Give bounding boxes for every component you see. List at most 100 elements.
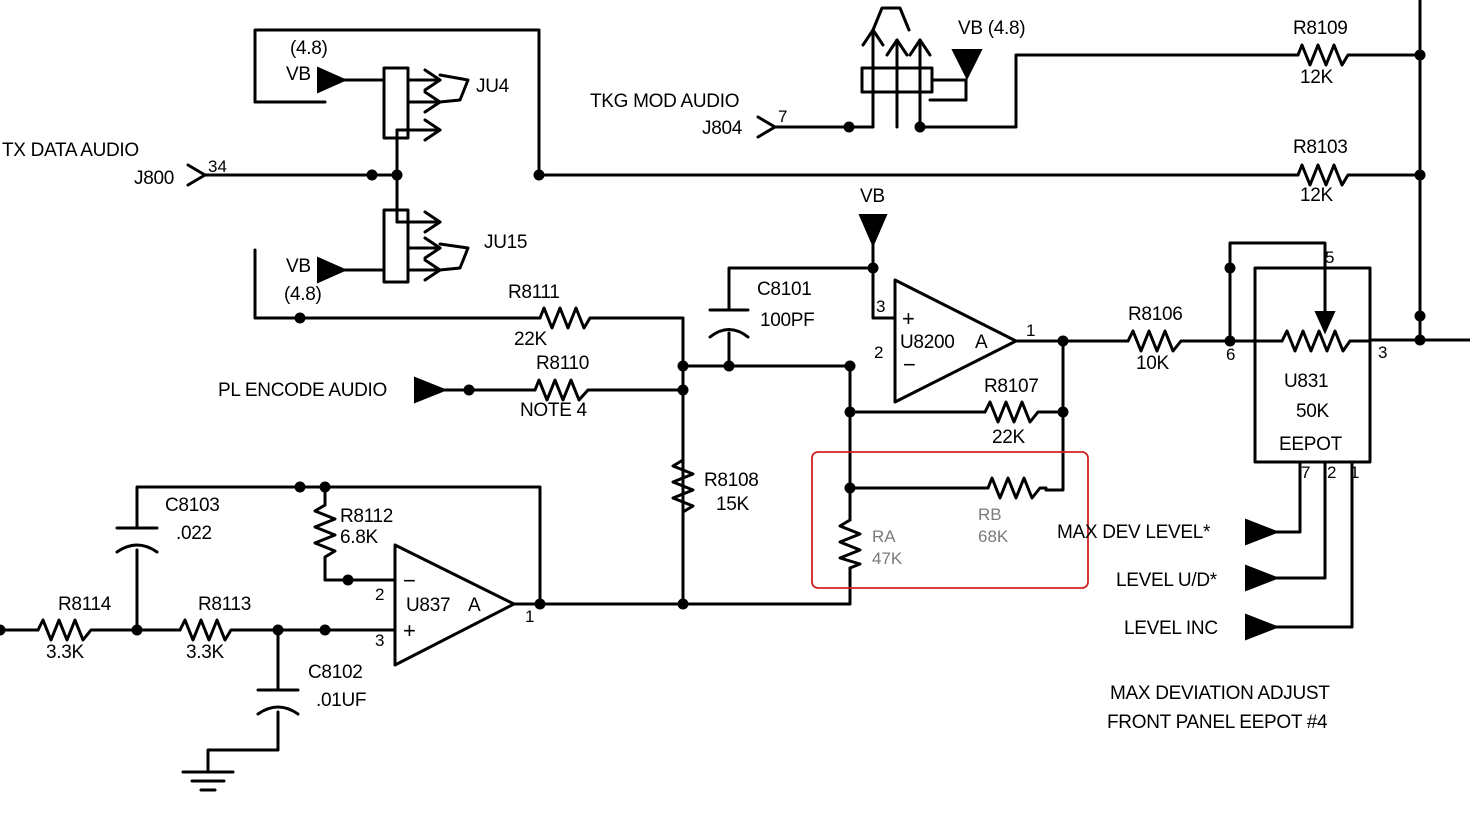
r8110-name: R8110 bbox=[536, 353, 589, 374]
r8106-symbol bbox=[1126, 329, 1190, 353]
j804-label: J804 bbox=[702, 118, 743, 139]
vb-48-mid-value: (4.8) bbox=[284, 284, 322, 305]
r8103-symbol bbox=[1296, 163, 1354, 187]
u837-pin-out: 1 bbox=[525, 607, 534, 626]
junction-dot bbox=[1414, 310, 1426, 322]
vb-top-flag-icon bbox=[317, 66, 348, 94]
vb-48-right-flag-icon bbox=[951, 49, 983, 81]
ju15-jumper bbox=[382, 208, 470, 284]
level-inc-wire bbox=[1275, 460, 1354, 629]
junction-dot bbox=[677, 384, 689, 396]
r8113-value: 3.3K bbox=[186, 642, 225, 663]
footnote-line2: FRONT PANEL EEPOT #4 bbox=[1107, 712, 1328, 733]
junction-dot bbox=[0, 624, 6, 636]
u837-name: U837 bbox=[406, 595, 450, 616]
ju15-loop-wire bbox=[253, 248, 542, 320]
c8101-plate-bottom bbox=[708, 328, 750, 339]
u837-pin-plus: 3 bbox=[375, 631, 384, 650]
r8111-value: 22K bbox=[514, 329, 548, 350]
c8103-value: .022 bbox=[176, 523, 212, 544]
r8106-name: R8106 bbox=[1128, 304, 1183, 325]
junction-dot bbox=[677, 360, 689, 372]
vb-opamp-label: VB bbox=[860, 186, 885, 207]
r8112-symbol bbox=[313, 503, 337, 567]
signal-flags bbox=[186, 49, 1280, 641]
ra-value: 47K bbox=[872, 549, 903, 568]
ground-icon bbox=[181, 770, 235, 792]
r8110-symbol bbox=[533, 378, 596, 402]
j804-pin-label: 7 bbox=[778, 107, 787, 126]
junction-dot bbox=[843, 121, 855, 133]
vb-mid-label: VB bbox=[286, 256, 311, 277]
feedback-right-wire bbox=[1044, 339, 1065, 492]
capacitors bbox=[115, 308, 750, 716]
rb-symbol bbox=[986, 476, 1048, 500]
junction-dot bbox=[844, 406, 856, 418]
u831-value: 50K bbox=[1296, 401, 1330, 422]
u8200-name: U8200 bbox=[900, 332, 955, 353]
r8113-symbol bbox=[178, 618, 237, 642]
junction-dot bbox=[294, 312, 306, 324]
junction-dot bbox=[844, 482, 856, 494]
level-inc-label: LEVEL INC bbox=[1124, 618, 1218, 639]
tkg-jumper bbox=[860, 6, 968, 129]
r8111-name: R8111 bbox=[508, 282, 560, 303]
resistors bbox=[36, 43, 1372, 642]
ra-to-u837-output bbox=[538, 566, 852, 606]
c8103-name: C8103 bbox=[165, 495, 220, 516]
r8108-name: R8108 bbox=[704, 470, 759, 491]
r8109-symbol bbox=[1296, 43, 1354, 67]
ju4-label: JU4 bbox=[476, 76, 510, 97]
j800-connector-icon bbox=[186, 163, 207, 187]
r8109-name: R8109 bbox=[1293, 18, 1348, 39]
u8200-plus-sign: + bbox=[902, 306, 915, 331]
u831-eepot-box bbox=[1253, 266, 1372, 464]
level-ud-wire bbox=[1275, 460, 1327, 580]
r8107-name: R8107 bbox=[984, 376, 1039, 397]
r8113-name: R8113 bbox=[198, 594, 251, 615]
u837-opamp-symbol bbox=[393, 543, 516, 667]
junction-dot bbox=[1224, 335, 1236, 347]
u8200-unit: A bbox=[975, 332, 988, 353]
max-dev-level-flag-icon bbox=[1245, 518, 1280, 546]
junction-dot bbox=[1057, 335, 1069, 347]
eepot-pin-1: 1 bbox=[1350, 463, 1359, 482]
u837-minus-sign: − bbox=[403, 568, 416, 593]
vb-opamp-flag-icon bbox=[858, 214, 888, 248]
r8112-name: R8112 bbox=[340, 506, 393, 527]
r8108-symbol bbox=[671, 458, 695, 606]
eepot-pin-3: 3 bbox=[1378, 343, 1387, 362]
u8200-pin-plus: 3 bbox=[876, 297, 885, 316]
r8111-symbol bbox=[538, 306, 596, 330]
junction-dot bbox=[463, 384, 475, 396]
c8101-top-wire bbox=[727, 266, 875, 312]
eepot-wiper-arrow bbox=[1314, 311, 1336, 335]
j800-label: J800 bbox=[134, 168, 174, 189]
u8200-pin-out: 1 bbox=[1026, 321, 1035, 340]
ra-symbol bbox=[838, 518, 862, 570]
vb-top-label: VB bbox=[286, 64, 311, 85]
junction-dot bbox=[534, 598, 546, 610]
ju4-loop-wire bbox=[253, 28, 541, 177]
rb-value: 68K bbox=[978, 527, 1009, 546]
r8112-to-u837-minus bbox=[323, 563, 397, 582]
level-ud-label: LEVEL U/D* bbox=[1116, 570, 1218, 591]
u837-unit: A bbox=[468, 595, 481, 616]
u831-type: EEPOT bbox=[1279, 434, 1343, 455]
pl-encode-audio-label: PL ENCODE AUDIO bbox=[218, 380, 387, 401]
tkg-mod-audio-label: TKG MOD AUDIO bbox=[590, 91, 739, 112]
footnote-line1: MAX DEVIATION ADJUST bbox=[1110, 683, 1330, 704]
junction-dot bbox=[1414, 169, 1426, 181]
eepot-pin-7: 7 bbox=[1301, 463, 1310, 482]
ra-name: RA bbox=[872, 527, 896, 546]
u837-plus-sign: + bbox=[403, 618, 416, 643]
junction-dot bbox=[533, 169, 545, 181]
junction-dot bbox=[723, 360, 735, 372]
r8114-symbol bbox=[36, 618, 97, 642]
level-ud-flag-icon bbox=[1245, 564, 1280, 592]
max-dev-level-label: MAX DEV LEVEL* bbox=[1057, 522, 1211, 543]
u831-name: U831 bbox=[1284, 371, 1328, 392]
junction-dot bbox=[1414, 49, 1426, 61]
junction-dot bbox=[1224, 262, 1236, 274]
r8103-name: R8103 bbox=[1293, 137, 1348, 158]
